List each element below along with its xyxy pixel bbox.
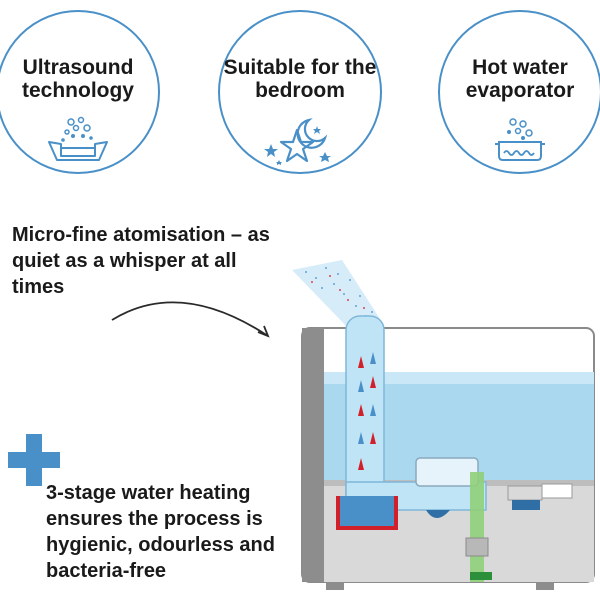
badge-label: Ultrasound technology	[0, 56, 158, 102]
badge-text: Hot water evaporator	[465, 56, 575, 102]
moon-stars-icon	[264, 118, 331, 165]
curved-arrow-icon	[111, 301, 270, 338]
heating-caption: 3-stage water heating ensures the proces…	[46, 482, 275, 582]
badge-text: Suitable for the bedroom	[223, 56, 377, 102]
ultrasound-icon	[48, 116, 108, 161]
plus-icon	[8, 434, 60, 486]
atomisation-caption: Micro-fine atomisation – as quiet as a w…	[12, 224, 270, 298]
humidifier-cutaway-illustration	[292, 260, 595, 590]
badge-label: Hot water evaporator	[440, 56, 600, 102]
badge-hot-water-evaporator: Hot water evaporator	[438, 10, 600, 174]
badge-label: Suitable for the bedroom	[220, 56, 380, 102]
badge-suitable-for-bedroom: Suitable for the bedroom	[218, 10, 382, 174]
badge-ultrasound-technology: Ultrasound technology	[0, 10, 160, 174]
badge-text: Ultrasound technology	[21, 56, 134, 102]
evaporator-icon	[495, 118, 545, 161]
